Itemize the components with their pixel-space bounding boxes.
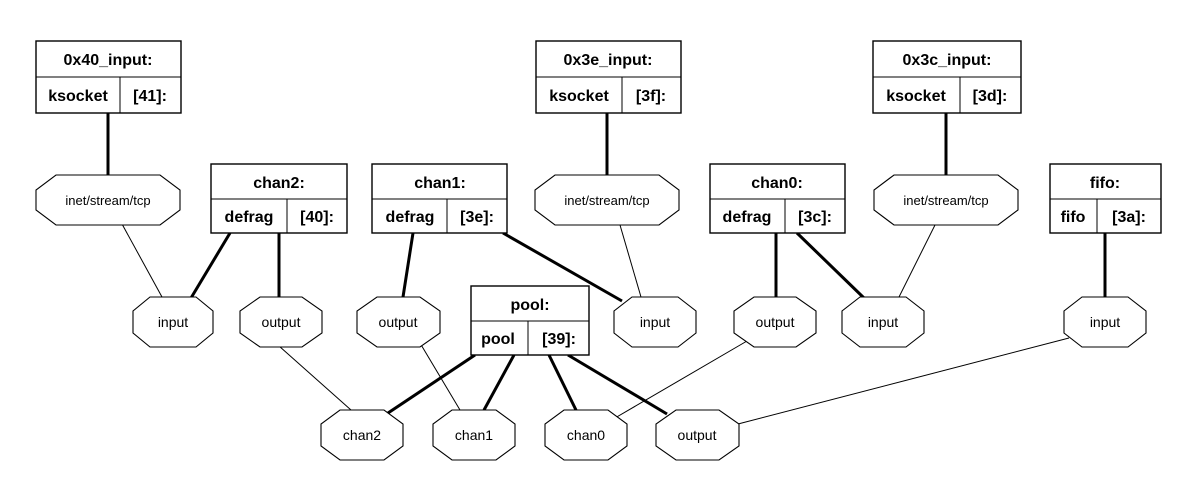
svg-text:inet/stream/tcp: inet/stream/tcp: [564, 193, 649, 208]
svg-text:input: input: [640, 314, 670, 330]
node-type: fifo: [1061, 209, 1086, 226]
node-title: 0x40_input:: [64, 52, 153, 69]
node-id: [3a]:: [1112, 209, 1146, 226]
node-type: ksocket: [549, 88, 609, 105]
node-type: ksocket: [48, 88, 108, 105]
svg-text:output: output: [756, 314, 795, 330]
node-title: 0x3c_input:: [903, 52, 992, 69]
edge-infifo-output: [737, 337, 1070, 425]
hook-pool-chan0[interactable]: chan0: [544, 409, 628, 461]
edge-tcp40-input: [121, 223, 163, 298]
hook-output-chan2[interactable]: output: [239, 296, 323, 348]
edge-tcp3e-input: [619, 224, 642, 298]
node-title: chan0:: [751, 175, 803, 192]
node-chan2[interactable]: chan2: defrag [40]:: [210, 163, 348, 234]
edge-out2-chan2: [278, 345, 352, 411]
node-id: [3e]:: [460, 209, 494, 226]
hooks: inet/stream/tcp inet/stream/tcp inet/str…: [35, 174, 1147, 461]
svg-text:inet/stream/tcp: inet/stream/tcp: [65, 193, 150, 208]
node-id: [39]:: [542, 331, 576, 348]
node-type: pool: [481, 331, 515, 348]
edge-tcp3c-input: [898, 224, 936, 298]
svg-text:input: input: [158, 314, 188, 330]
hook-pool-output[interactable]: output: [655, 409, 740, 461]
node-fifo[interactable]: fifo: fifo [3a]:: [1049, 163, 1162, 234]
svg-text:output: output: [262, 314, 301, 330]
node-type: ksocket: [886, 88, 946, 105]
hook-tcp-0x3c[interactable]: inet/stream/tcp: [873, 174, 1019, 226]
svg-text:chan1: chan1: [455, 427, 493, 443]
node-id: [3d]:: [973, 88, 1008, 105]
svg-text:chan2: chan2: [343, 427, 381, 443]
node-title: chan2:: [253, 175, 305, 192]
edge-chan1-defrag-output: [401, 232, 415, 298]
edge-pool-output: [567, 353, 668, 416]
hook-input-chan0[interactable]: input: [841, 296, 925, 348]
svg-text:output: output: [379, 314, 418, 330]
hook-input-chan2[interactable]: input: [132, 296, 214, 348]
edge-out0-chan0: [614, 340, 748, 419]
hook-input-chan1[interactable]: input: [613, 296, 697, 348]
hook-tcp-0x40[interactable]: inet/stream/tcp: [35, 174, 181, 226]
node-chan1[interactable]: chan1: defrag [3e]:: [371, 163, 508, 234]
edge-chan0-defrag-input: [795, 231, 866, 300]
node-title: pool:: [510, 297, 549, 314]
node-title: 0x3e_input:: [564, 52, 653, 69]
node-pool[interactable]: pool: pool [39]:: [470, 285, 590, 356]
node-title: fifo:: [1090, 175, 1120, 192]
edges: [106, 113, 1107, 425]
hook-pool-chan1[interactable]: chan1: [432, 409, 516, 461]
edge-pool-chan2: [387, 353, 476, 415]
hook-pool-chan2[interactable]: chan2: [320, 409, 404, 461]
node-id: [3f]:: [636, 88, 666, 105]
hook-output-chan0[interactable]: output: [733, 296, 817, 348]
edge-chan2-defrag-input: [189, 232, 232, 299]
svg-text:chan0: chan0: [567, 427, 605, 443]
svg-text:input: input: [868, 314, 898, 330]
hook-tcp-0x3e[interactable]: inet/stream/tcp: [534, 174, 680, 226]
node-type: defrag: [386, 209, 435, 226]
node-id: [41]:: [133, 88, 167, 105]
svg-text:inet/stream/tcp: inet/stream/tcp: [903, 193, 988, 208]
edge-out1-chan1: [419, 342, 461, 411]
svg-text:input: input: [1090, 314, 1120, 330]
node-type: defrag: [723, 209, 772, 226]
node-0x3e-input[interactable]: 0x3e_input: ksocket [3f]:: [535, 40, 682, 114]
edge-pool-chan0: [547, 354, 578, 411]
node-0x40-input[interactable]: 0x40_input: ksocket [41]:: [35, 40, 182, 114]
svg-text:output: output: [678, 427, 717, 443]
node-chan0[interactable]: chan0: defrag [3c]:: [709, 163, 846, 234]
edge-pool-chan1: [482, 354, 516, 411]
node-type: defrag: [225, 209, 274, 226]
node-id: [3c]:: [798, 209, 832, 226]
hook-input-fifo[interactable]: input: [1063, 296, 1147, 348]
edge-chan1-defrag-input: [502, 231, 623, 303]
node-title: chan1:: [414, 175, 466, 192]
node-0x3c-input[interactable]: 0x3c_input: ksocket [3d]:: [872, 40, 1022, 114]
node-id: [40]:: [300, 209, 334, 226]
hook-output-chan1[interactable]: output: [356, 296, 441, 348]
